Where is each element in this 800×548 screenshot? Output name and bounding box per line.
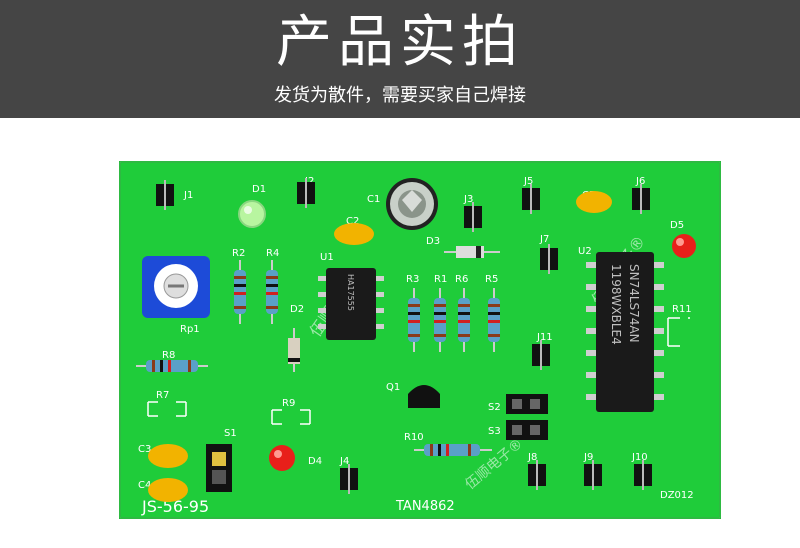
resistor-r10 xyxy=(414,444,492,456)
jumper-j11 xyxy=(532,340,550,370)
switch-s3 xyxy=(506,420,548,440)
led-d5 xyxy=(672,234,696,258)
label-d4: D4 xyxy=(308,456,322,467)
label-j8: J8 xyxy=(527,452,537,463)
u2-marking-line1: 1198WXBLE4 xyxy=(609,264,623,345)
capacitor-c5 xyxy=(576,191,612,213)
label-r10: R10 xyxy=(404,432,424,443)
label-r8: R8 xyxy=(162,350,175,361)
label-q1: Q1 xyxy=(386,382,400,393)
board-chip-label: TAN4862 xyxy=(395,499,455,514)
label-r11: R11 xyxy=(672,304,692,315)
label-r4: R4 xyxy=(266,248,279,259)
label-j7: J7 xyxy=(539,234,549,245)
jumper-j7 xyxy=(540,244,558,274)
label-s2: S2 xyxy=(488,402,501,413)
resistor-r1 xyxy=(434,288,446,352)
banner: 产品实拍 发货为散件，需要买家自己焊接 xyxy=(0,0,800,118)
label-c4: C4 xyxy=(138,480,151,491)
label-d3: D3 xyxy=(426,236,440,247)
jumper-headers xyxy=(156,178,652,494)
banner-subtitle: 发货为散件，需要买家自己焊接 xyxy=(274,85,526,106)
label-c2: C2 xyxy=(346,216,359,227)
jumper-j3 xyxy=(464,202,482,232)
label-u2: U2 xyxy=(578,246,592,257)
led-d1 xyxy=(238,200,266,228)
jumper-j1 xyxy=(156,180,174,210)
u2-marking-line2: SN74LS74AN xyxy=(627,264,641,343)
switch-s1 xyxy=(206,444,232,492)
label-j5: J5 xyxy=(523,176,533,187)
label-j11: J11 xyxy=(536,332,553,343)
label-r2: R2 xyxy=(232,248,245,259)
label-r5: R5 xyxy=(485,274,498,285)
label-d5: D5 xyxy=(670,220,684,231)
led-d4 xyxy=(269,445,295,471)
resistor-r4 xyxy=(266,260,278,324)
jumper-j10 xyxy=(634,460,652,490)
jumper-j8 xyxy=(528,460,546,490)
capacitor-c1 xyxy=(386,178,438,230)
label-r9: R9 xyxy=(282,398,295,409)
label-c1: C1 xyxy=(367,194,380,205)
label-rp1: Rp1 xyxy=(180,324,200,335)
label-s1: S1 xyxy=(224,428,237,439)
label-r1: R1 xyxy=(434,274,447,285)
label-d2: D2 xyxy=(290,304,304,315)
label-j2: J2 xyxy=(304,176,314,187)
resistor-r2 xyxy=(234,260,246,324)
u1-marking: HA17555 xyxy=(346,274,355,311)
jumper-j4 xyxy=(340,464,358,494)
label-s3: S3 xyxy=(488,426,501,437)
label-d1: D1 xyxy=(252,184,266,195)
banner-title: 产品实拍 xyxy=(276,10,524,75)
label-j10: J10 xyxy=(631,452,648,463)
label-r7: R7 xyxy=(156,390,169,401)
label-j6: J6 xyxy=(635,176,645,187)
switch-s2 xyxy=(506,394,548,414)
label-j4: J4 xyxy=(339,456,349,467)
ic-u1: HA17555 xyxy=(318,268,384,340)
jumper-j5 xyxy=(522,184,540,214)
capacitor-c2 xyxy=(334,223,374,245)
label-j9: J9 xyxy=(583,452,593,463)
diode-d2 xyxy=(288,328,300,372)
resistor-r6 xyxy=(458,288,470,352)
diode-d3 xyxy=(444,246,500,258)
resistor-r5 xyxy=(488,288,500,352)
resistor-r8 xyxy=(136,360,208,372)
silkscreen-labels: J1 D1 J2 C1 J3 J5 C5 J6 D5 C2 D3 J7 U2 R… xyxy=(138,176,692,491)
board-date-code: DZ012 xyxy=(660,490,694,501)
empty-footprints xyxy=(147,317,690,425)
label-r6: R6 xyxy=(455,274,468,285)
pcb-board-illustration: J1 D1 J2 C1 J3 J5 C5 J6 D5 C2 D3 J7 U2 R… xyxy=(119,161,721,519)
ic-u2: 1198WXBLE4 SN74LS74AN xyxy=(586,252,664,412)
label-j3: J3 xyxy=(463,194,473,205)
product-photo: J1 D1 J2 C1 J3 J5 C5 J6 D5 C2 D3 J7 U2 R… xyxy=(0,118,800,544)
jumper-j6 xyxy=(632,184,650,214)
label-j1: J1 xyxy=(183,190,193,201)
board-model-label: JS-56-95 xyxy=(141,497,209,516)
capacitor-c4 xyxy=(148,478,188,502)
label-c3: C3 xyxy=(138,444,151,455)
resistor-r3 xyxy=(408,288,420,352)
transistor-q1 xyxy=(408,385,440,408)
potentiometer-rp1 xyxy=(142,256,210,318)
capacitor-c3 xyxy=(148,444,188,468)
jumper-j2 xyxy=(297,178,315,208)
label-u1: U1 xyxy=(320,252,334,263)
label-r3: R3 xyxy=(406,274,419,285)
jumper-j9 xyxy=(584,460,602,490)
